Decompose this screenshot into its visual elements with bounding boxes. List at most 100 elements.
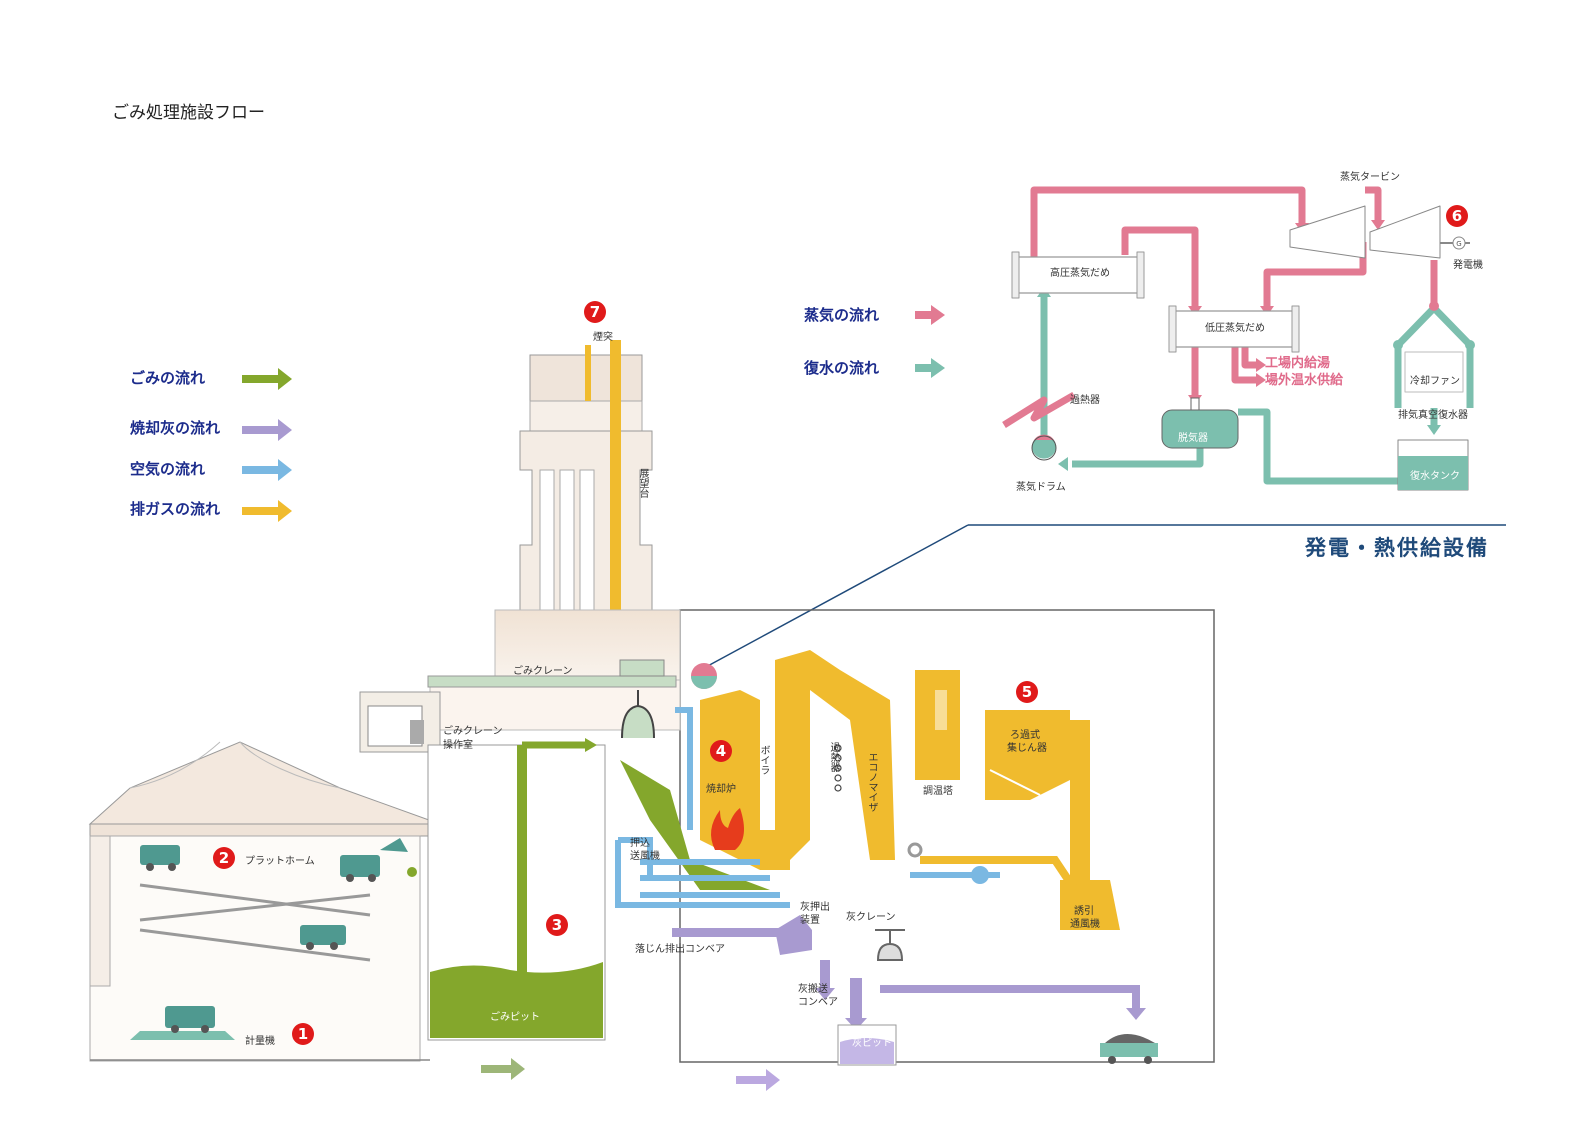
ash-conveyors — [672, 915, 1146, 1030]
section-title: 発電・熱供給設備 — [1305, 536, 1489, 560]
label-boiler: ボイラ — [758, 745, 769, 775]
furnace-boiler — [700, 650, 895, 870]
truck-4 — [130, 1006, 235, 1040]
label-bag-filter-2: 集じん器 — [1007, 743, 1047, 754]
steam-pipe-3 — [1365, 186, 1382, 222]
legend-arrow-air — [242, 459, 292, 481]
power-section: G — [703, 186, 1506, 669]
label-cooling-fan: 冷却ファン — [1410, 376, 1460, 387]
air-pipes — [615, 707, 1000, 908]
marker-6: 6 — [1446, 205, 1468, 227]
label-induced-fan-1: 誘引 — [1074, 906, 1094, 917]
marker-1: 1 — [292, 1023, 314, 1045]
steam-pipe-supply1 — [1241, 345, 1260, 369]
exhaust-duct — [1060, 720, 1110, 920]
crane-grab — [621, 690, 655, 739]
crane-rail — [427, 675, 677, 688]
label-furnace: 焼却炉 — [706, 784, 736, 795]
svg-text:G: G — [1456, 240, 1461, 248]
generator-symbol — [1452, 236, 1466, 250]
truck-2 — [340, 838, 408, 882]
legend-label-steam: 蒸気の流れ — [804, 306, 880, 324]
label-ash-crane: 灰クレーン — [846, 912, 896, 923]
bottom-arrow-waste — [481, 1058, 525, 1080]
condensate-pipe-3 — [1072, 448, 1204, 468]
bottom-arrow-ash — [736, 1069, 780, 1091]
label-generator: 発電機 — [1453, 260, 1483, 271]
label-drop-conveyor: 落じん排出コンベア — [635, 944, 725, 955]
hopper — [620, 760, 770, 890]
legend-label-waste: ごみの流れ — [130, 369, 206, 387]
label-ash-conveyor-1: 灰搬送 — [798, 984, 828, 995]
label-crane: ごみクレーン — [513, 666, 573, 677]
turbine-lp — [1369, 205, 1441, 259]
marker-7: 7 — [584, 301, 606, 323]
label-turbine: 蒸気タービン — [1340, 172, 1400, 183]
label-power-superheater: 過熱器 — [1070, 395, 1100, 406]
label-bag-filter-1: ろ過式 — [1010, 730, 1040, 741]
flame — [711, 808, 744, 850]
label-ash-conveyor-2: コンベア — [798, 997, 838, 1008]
label-fan-1: 押込 — [630, 838, 650, 849]
label-drum: 蒸気ドラム — [1016, 482, 1066, 493]
steam-drum — [1032, 440, 1056, 459]
marker-3: 3 — [546, 914, 568, 936]
label-observatory: 展望台 — [637, 468, 648, 498]
label-fan-2: 送風機 — [630, 851, 660, 862]
turbine-hp — [1289, 205, 1366, 259]
pit-feed-column — [517, 745, 527, 975]
legend-arrow-exhaust — [242, 500, 292, 522]
superheater-coils — [834, 744, 842, 792]
power-superheater — [1002, 391, 1076, 428]
ash-crane — [875, 929, 905, 961]
deaerator — [1161, 409, 1239, 449]
truck-3 — [300, 925, 346, 950]
label-ash-pusher-1: 灰押出 — [800, 902, 830, 913]
label-condenser: 排気真空復水器 — [1398, 410, 1468, 421]
label-supply-1: 工場内給湯 — [1265, 356, 1331, 371]
label-scale: 計量機 — [245, 1036, 275, 1047]
truck-1 — [140, 845, 180, 871]
steam-pipe-2 — [1121, 226, 1199, 310]
label-ash-pusher-2: 装置 — [800, 915, 820, 926]
induced-fan — [1060, 880, 1120, 930]
label-superheater: 過熱器 — [828, 742, 839, 772]
label-lp-header: 低圧蒸気だめ — [1205, 323, 1265, 334]
exhaust-return — [920, 856, 1079, 893]
leader-line — [703, 524, 969, 669]
label-supply-2: 場外温水供給 — [1265, 373, 1344, 388]
label-condensate-tank: 復水タンク — [1410, 471, 1460, 482]
label-economizer: エコノマイザ — [866, 752, 877, 812]
label-deaerator: 脱気器 — [1178, 433, 1208, 444]
legend-arrows — [242, 305, 945, 1091]
page-title: ごみ処理施設フロー — [112, 103, 265, 123]
pit-waste-fill — [430, 962, 603, 1038]
label-crane-room-1: ごみクレーン — [443, 726, 503, 737]
hp-header — [1015, 256, 1141, 294]
legend-label-condensate: 復水の流れ — [804, 359, 880, 377]
legend-arrow-condensate — [915, 358, 945, 378]
legend-label-air: 空気の流れ — [130, 460, 206, 478]
chimney-flue — [610, 340, 621, 612]
label-chimney: 煙突 — [593, 332, 613, 343]
plant-building — [88, 340, 1215, 1066]
label-crane-room-2: 操作室 — [443, 740, 473, 751]
label-induced-fan-2: 通風機 — [1070, 919, 1100, 930]
steam-pipe-1 — [1030, 186, 1306, 259]
label-conditioning-tower: 調温塔 — [923, 786, 953, 797]
legend-arrow-ash — [242, 419, 292, 441]
legend-label-exhaust: 排ガスの流れ — [130, 500, 221, 518]
label-platform: プラットホーム — [245, 856, 315, 867]
marker-2: 2 — [213, 847, 235, 869]
legend-arrow-steam — [915, 305, 945, 325]
steam-pipe-supply2 — [1231, 345, 1260, 384]
legend-arrow-waste — [242, 368, 292, 390]
condensate-pipe-2 — [1238, 408, 1398, 485]
ash-truck — [1100, 1034, 1158, 1064]
marker-4: 4 — [710, 740, 732, 762]
marker-5: 5 — [1016, 681, 1038, 703]
bag-filter — [985, 710, 1070, 800]
legend-label-ash: 焼却灰の流れ — [130, 419, 221, 437]
